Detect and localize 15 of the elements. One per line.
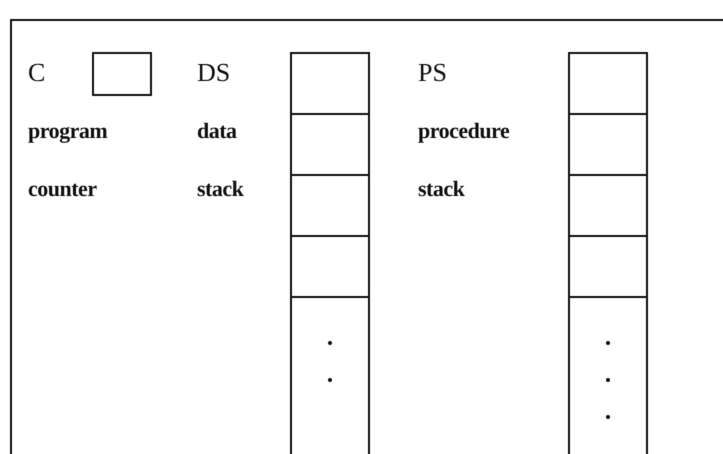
stack-cell	[290, 52, 370, 115]
register-caption: procedure stack	[418, 117, 510, 203]
stack-cell	[290, 174, 370, 237]
stack-cell	[568, 174, 648, 237]
register-name: DS	[197, 57, 230, 89]
register-caption: program counter	[28, 117, 108, 203]
stack-cell	[568, 52, 648, 115]
register-caption: data stack	[197, 117, 244, 203]
register-name: PS	[418, 57, 447, 89]
stack-cell	[568, 235, 648, 298]
stack-cell	[568, 113, 648, 176]
register-box	[92, 52, 152, 96]
stack-cell	[290, 235, 370, 298]
register-name: C	[28, 57, 46, 89]
stack-cell	[290, 113, 370, 176]
